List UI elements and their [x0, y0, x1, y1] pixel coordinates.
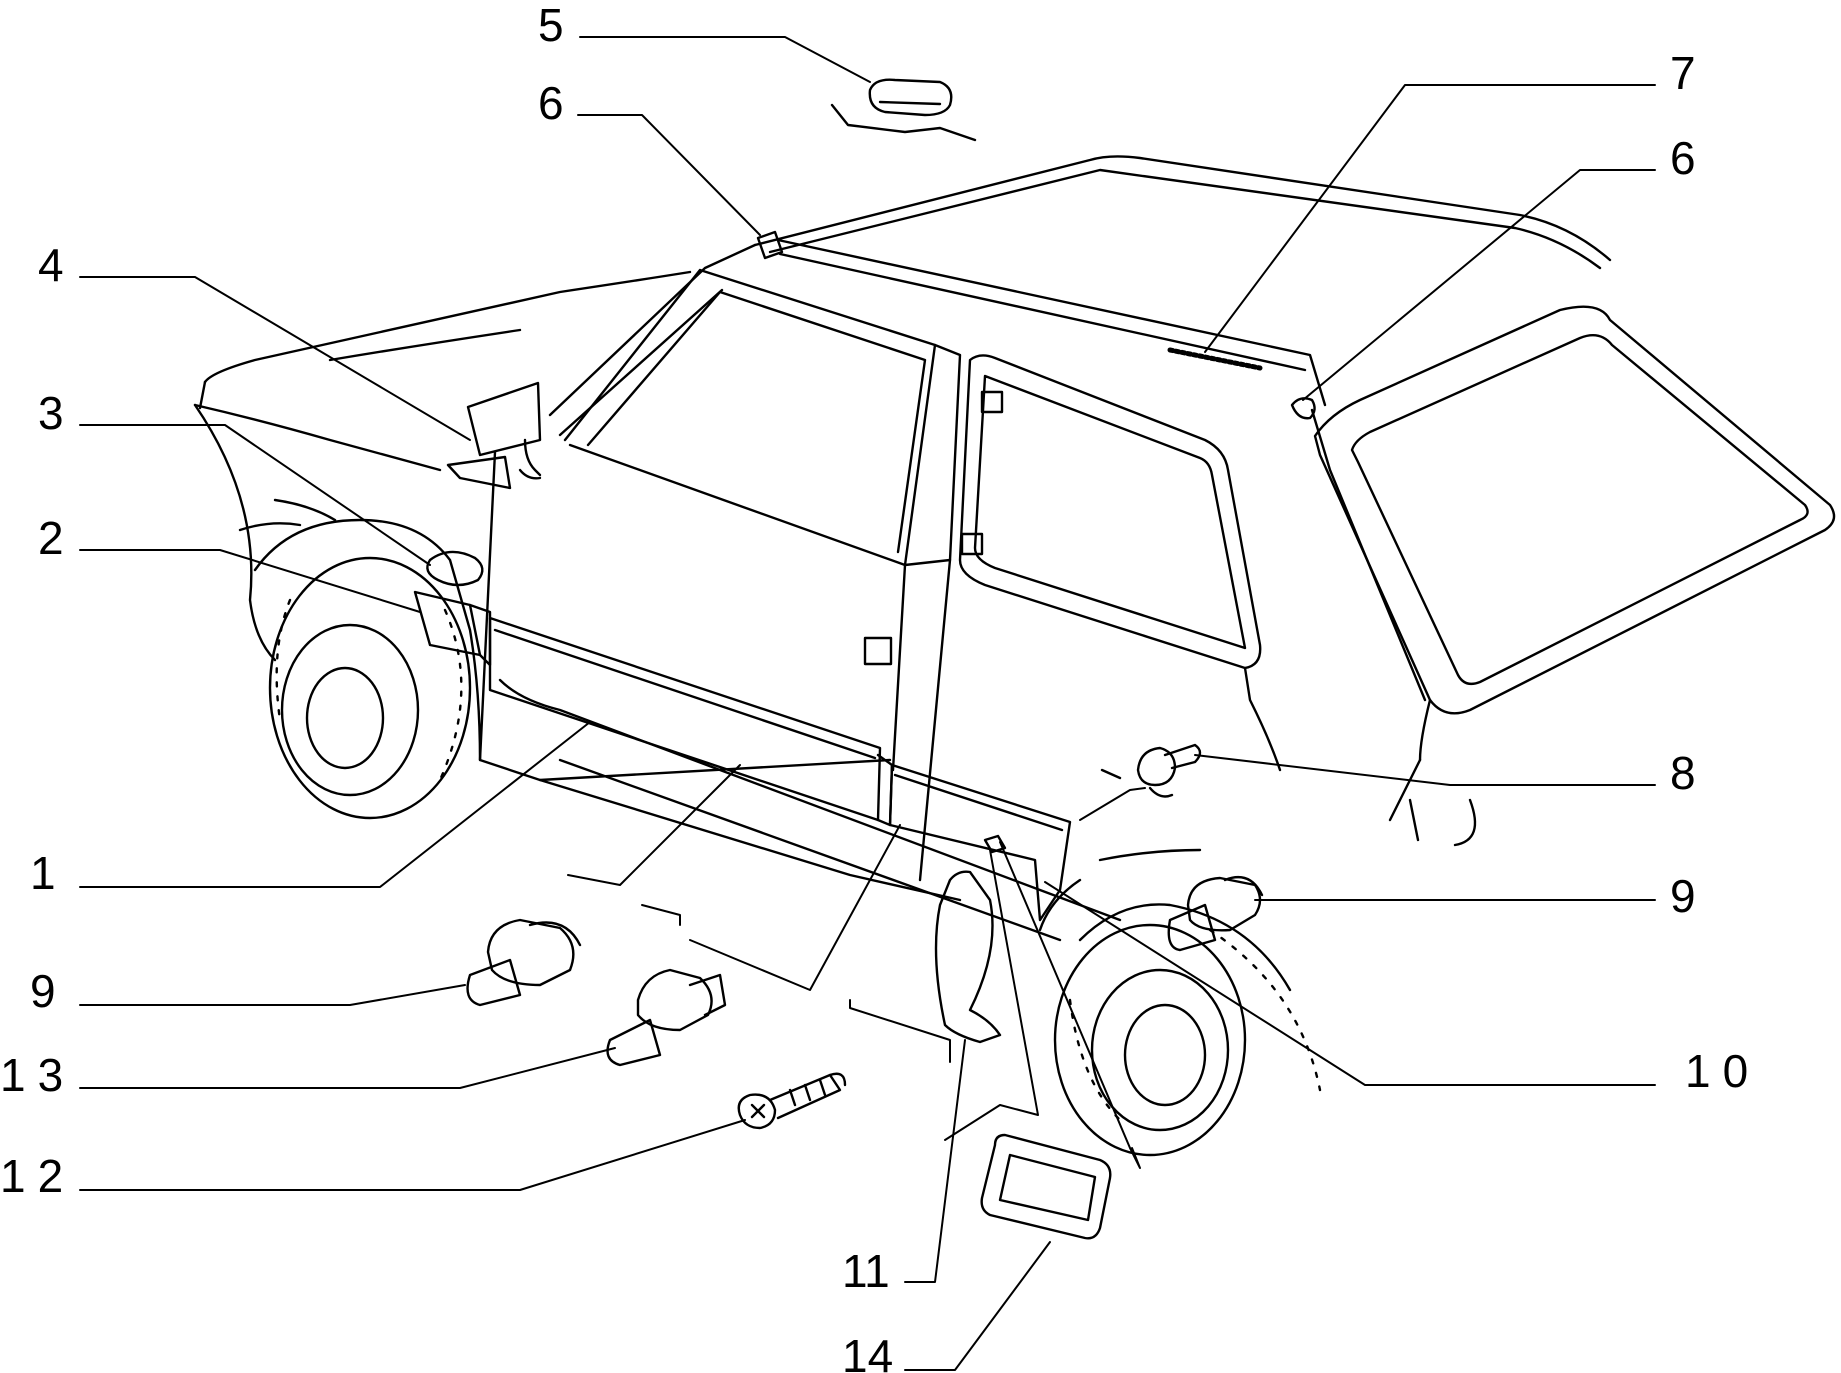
callout-13: 13	[0, 1049, 76, 1101]
callout-5: 5	[538, 0, 564, 51]
part-4-mirror	[468, 383, 540, 455]
part-3-side-indicator	[427, 552, 482, 585]
part-11-curved-strip	[936, 872, 1000, 1042]
callout-4: 4	[38, 239, 64, 291]
part-7-roof-strip	[1170, 350, 1260, 368]
part-6-rear-cap	[1292, 398, 1315, 418]
callout-12: 12	[0, 1150, 76, 1202]
car-outline	[195, 156, 1834, 1155]
callout-11: 11	[842, 1245, 890, 1297]
callout-3: 3	[38, 387, 64, 439]
leader-lines	[80, 37, 1655, 1370]
callout-7: 7	[1670, 47, 1696, 99]
part-9-right-clip	[1188, 878, 1260, 930]
callout-9-left: 9	[30, 965, 56, 1017]
callout-2: 2	[38, 512, 64, 564]
part-2-front-trim	[415, 592, 480, 655]
part-10-rear-moulding	[890, 765, 1070, 920]
callout-1: 1	[30, 847, 56, 899]
part-12-screw	[739, 1095, 775, 1128]
part-14-pad	[982, 1135, 1111, 1238]
part-6-front-cap	[758, 232, 782, 258]
callout-6-front: 6	[538, 77, 564, 129]
callout-9-right: 9	[1670, 870, 1696, 922]
part-9-left-clip	[488, 920, 573, 985]
callout-10: 10	[1685, 1045, 1761, 1097]
parts	[415, 80, 1315, 1239]
callout-6-rear: 6	[1670, 132, 1696, 184]
part-5-roof-clip	[870, 80, 951, 115]
callout-14: 14	[842, 1330, 894, 1373]
callout-8: 8	[1670, 747, 1696, 799]
